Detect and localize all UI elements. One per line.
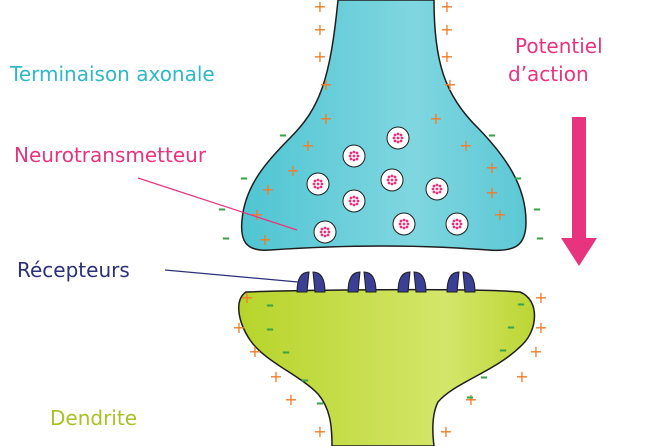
positive-charge: + — [440, 47, 453, 66]
positive-charge: + — [429, 109, 442, 128]
negative-charge: – — [514, 168, 522, 187]
vesicle-group — [306, 126, 469, 244]
vesicle — [386, 126, 410, 150]
positive-charge: + — [258, 230, 271, 249]
vesicle — [342, 189, 366, 213]
negative-charge: – — [466, 387, 474, 406]
positive-charge: + — [515, 367, 528, 386]
action-potential-label-line1: Potentiel — [515, 34, 603, 58]
positive-charge: + — [440, 20, 453, 39]
positive-charge: + — [232, 318, 245, 337]
axon-terminal-label: Terminaison axonale — [10, 62, 215, 86]
positive-charge: + — [464, 390, 477, 409]
action-potential-label-line2: d’action — [508, 62, 589, 86]
positive-charge: + — [485, 158, 498, 177]
vesicle — [313, 220, 337, 244]
dendrite-label: Dendrite — [50, 406, 138, 430]
positive-charge: + — [313, 47, 326, 66]
negative-charge: – — [316, 393, 324, 412]
negative-charge: – — [266, 319, 274, 338]
positive-charge: + — [319, 75, 332, 94]
positive-charge: + — [284, 390, 297, 409]
dendrite-shape — [238, 288, 536, 446]
positive-charge: + — [534, 318, 547, 337]
receptor — [446, 271, 476, 293]
receptor-group — [296, 271, 476, 293]
vesicle — [342, 144, 366, 168]
vesicle — [425, 177, 449, 201]
negative-charge: – — [517, 294, 525, 313]
receptor-leader-line — [164, 269, 299, 283]
negative-charge: – — [266, 295, 274, 314]
positive-charge: + — [313, 0, 326, 16]
receptor — [347, 271, 377, 293]
vesicle — [380, 168, 404, 192]
negative-charge: – — [488, 125, 496, 144]
positive-charge: + — [493, 205, 506, 224]
positive-charge: + — [439, 422, 452, 441]
positive-charge: + — [269, 367, 282, 386]
neurotransmitter-label: Neurotransmetteur — [14, 143, 207, 167]
positive-charge: + — [301, 136, 314, 155]
negative-charge: – — [282, 342, 290, 361]
negative-charge: – — [218, 199, 226, 218]
vesicle — [306, 172, 330, 196]
positive-charge: + — [485, 183, 498, 202]
positive-charge: + — [286, 161, 299, 180]
neurotransmitter-leader-line — [137, 177, 298, 231]
vesicle — [445, 212, 469, 236]
positive-charge: + — [459, 136, 472, 155]
negative-charge: – — [480, 367, 488, 386]
positive-charge: + — [313, 20, 326, 39]
positive-charge: + — [240, 288, 253, 307]
positive-charge: + — [534, 288, 547, 307]
positive-charge: + — [529, 342, 542, 361]
positive-charge: + — [250, 205, 263, 224]
positive-charge: + — [261, 180, 274, 199]
negative-charge: – — [222, 228, 230, 247]
positive-charge: + — [443, 75, 456, 94]
positive-charge: + — [248, 342, 261, 361]
negative-charge: – — [301, 370, 309, 389]
receptor — [296, 271, 326, 293]
positive-charge: + — [313, 422, 326, 441]
vesicle — [392, 212, 416, 236]
receptor — [397, 271, 427, 293]
action-potential-arrow — [561, 117, 597, 266]
receptors-label: Récepteurs — [17, 258, 130, 282]
charge-group: +++++++++++++++++++++++++++++++–––––––––… — [218, 0, 548, 441]
negative-charge: – — [507, 317, 515, 336]
negative-charge: – — [533, 199, 541, 218]
negative-charge: – — [536, 228, 544, 247]
positive-charge: + — [440, 0, 453, 16]
negative-charge: – — [279, 125, 287, 144]
negative-charge: – — [240, 168, 248, 187]
negative-charge: – — [499, 340, 507, 359]
positive-charge: + — [319, 109, 332, 128]
